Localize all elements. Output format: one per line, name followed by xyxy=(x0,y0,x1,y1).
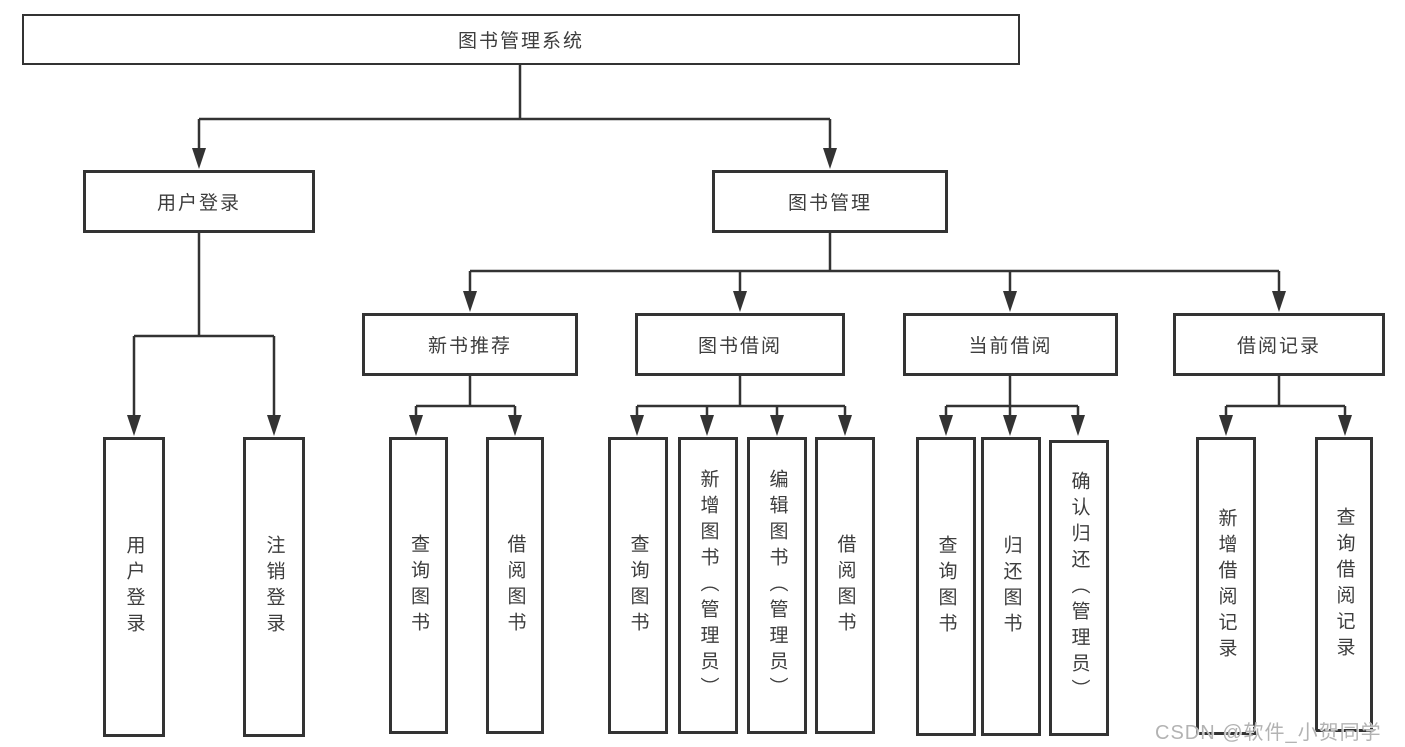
leaf-borrow-query-books: 查询图书 xyxy=(608,437,668,734)
node-current-borrow: 当前借阅 xyxy=(903,313,1118,376)
node-borrow-records: 借阅记录 xyxy=(1173,313,1385,376)
leaf-user-login: 用户登录 xyxy=(103,437,165,737)
watermark: CSDN @软件_小贺同学 xyxy=(1155,722,1382,744)
leaf-newrec-query-books: 查询图书 xyxy=(389,437,448,734)
leaf-records-add-record: 新增借阅记录 xyxy=(1196,437,1256,735)
leaf-borrow-borrow-books: 借阅图书 xyxy=(815,437,875,734)
node-new-book-recommend: 新书推荐 xyxy=(362,313,578,376)
leaf-borrow-add-books-admin: 新增图书（管理员） xyxy=(678,437,738,734)
node-user-login: 用户登录 xyxy=(83,170,315,233)
leaf-current-return-books: 归还图书 xyxy=(981,437,1041,736)
leaf-borrow-edit-books-admin: 编辑图书（管理员） xyxy=(747,437,807,734)
node-root-system: 图书管理系统 xyxy=(22,14,1020,65)
leaf-records-query-record: 查询借阅记录 xyxy=(1315,437,1373,732)
node-book-borrow: 图书借阅 xyxy=(635,313,845,376)
leaf-current-query-books: 查询图书 xyxy=(916,437,976,736)
leaf-newrec-borrow-books: 借阅图书 xyxy=(486,437,544,734)
node-book-management: 图书管理 xyxy=(712,170,948,233)
leaf-current-confirm-return-admin: 确认归还（管理员） xyxy=(1049,440,1109,736)
connector-arrowheads xyxy=(127,148,1352,436)
leaf-logout-login: 注销登录 xyxy=(243,437,305,737)
